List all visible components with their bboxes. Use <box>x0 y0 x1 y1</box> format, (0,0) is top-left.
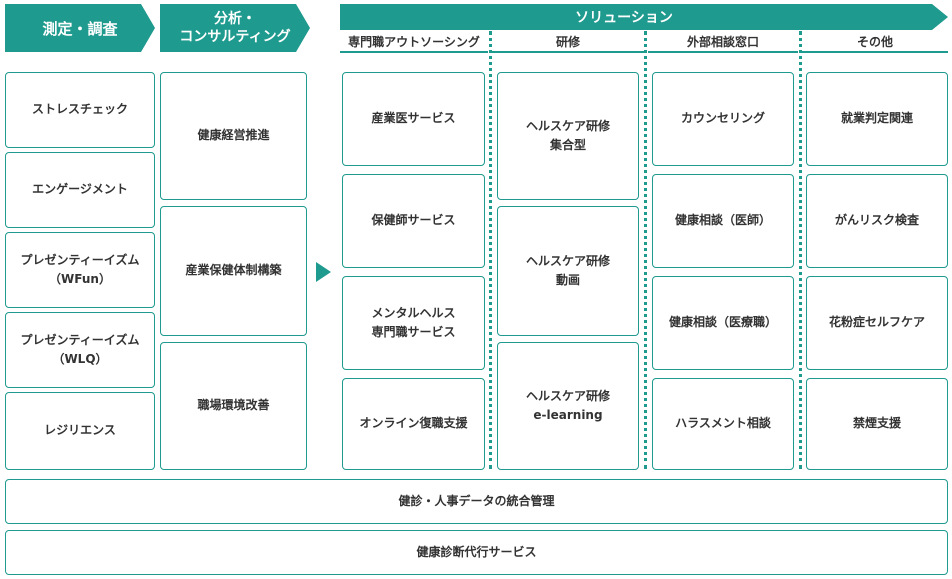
measure-item: レジリエンス <box>5 392 155 470</box>
training-item: ヘルスケア研修 動画 <box>497 206 639 336</box>
bottom-item-data-integration: 健診・人事データの統合管理 <box>5 479 948 524</box>
outsourcing-item: メンタルヘルス 専門職サービス <box>342 276 485 370</box>
measure-item: プレゼンティーイズム （WFun） <box>5 232 155 308</box>
measure-item: エンゲージメント <box>5 152 155 228</box>
analysis-item: 健康経営推進 <box>160 72 307 200</box>
flow-arrow-icon <box>316 262 331 282</box>
header-measure-label: 測定・調査 <box>42 19 118 38</box>
separator-1 <box>489 31 492 469</box>
subheader-consult-label: 外部相談窓口 <box>686 34 759 49</box>
subheader-outsourcing-label: 専門職アウトソーシング <box>348 34 480 49</box>
header-analysis-label: 分析・ コンサルティング <box>179 10 291 45</box>
measure-item: プレゼンティーイズム （WLQ） <box>5 312 155 388</box>
subheader-outsourcing: 専門職アウトソーシング <box>340 31 488 53</box>
training-item: ヘルスケア研修 e-learning <box>497 342 639 470</box>
outsourcing-item: 産業医サービス <box>342 72 485 166</box>
consult-item: ハラスメント相談 <box>652 378 794 470</box>
subheader-other-label: その他 <box>856 34 893 49</box>
bottom-item-checkup-agency: 健康診断代行サービス <box>5 530 948 575</box>
consult-item: カウンセリング <box>652 72 794 166</box>
header-analysis: 分析・ コンサルティング <box>160 4 310 52</box>
consult-item: 健康相談（医師） <box>652 174 794 268</box>
separator-2 <box>644 31 647 469</box>
separator-3 <box>799 31 802 469</box>
subheader-training: 研修 <box>492 31 644 53</box>
header-solution: ソリューション <box>340 4 948 30</box>
subheader-training-label: 研修 <box>555 34 580 49</box>
analysis-item: 産業保健体制構築 <box>160 206 307 336</box>
subheader-consult: 外部相談窓口 <box>648 31 798 53</box>
outsourcing-item: 保健師サービス <box>342 174 485 268</box>
consult-item: 健康相談（医療職） <box>652 276 794 370</box>
analysis-item: 職場環境改善 <box>160 342 307 470</box>
other-item: がんリスク検査 <box>806 174 948 268</box>
other-item: 花粉症セルフケア <box>806 276 948 370</box>
training-item: ヘルスケア研修 集合型 <box>497 72 639 200</box>
header-solution-label: ソリューション <box>575 10 673 26</box>
subheader-other: その他 <box>802 31 948 53</box>
measure-item: ストレスチェック <box>5 72 155 148</box>
header-measure: 測定・調査 <box>5 4 155 52</box>
other-item: 就業判定関連 <box>806 72 948 166</box>
outsourcing-item: オンライン復職支援 <box>342 378 485 470</box>
other-item: 禁煙支援 <box>806 378 948 470</box>
